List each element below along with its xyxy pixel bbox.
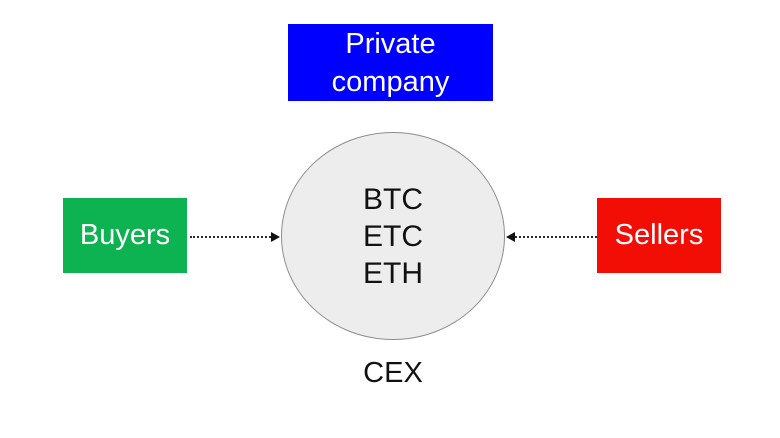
node-private-company: Private company xyxy=(288,24,493,101)
dotted-line xyxy=(515,236,597,238)
edge-buyers-to-cex xyxy=(190,232,280,242)
asset-line-eth: ETH xyxy=(363,256,423,290)
node-buyers: Buyers xyxy=(63,198,187,273)
node-cex-ellipse: BTC ETC ETH xyxy=(281,132,505,340)
cex-caption: CEX xyxy=(363,357,423,389)
asset-line-etc: ETC xyxy=(363,219,423,253)
asset-line-btc: BTC xyxy=(363,182,423,216)
buyers-label: Buyers xyxy=(79,219,171,251)
cex-assets-list: BTC ETC ETH xyxy=(363,181,423,292)
node-sellers: Sellers xyxy=(597,198,721,273)
edge-sellers-to-cex xyxy=(506,232,597,242)
private-company-label: Private company xyxy=(331,27,450,98)
arrowhead-right-icon xyxy=(271,232,280,242)
arrowhead-left-icon xyxy=(506,232,515,242)
sellers-label: Sellers xyxy=(614,219,704,251)
dotted-line xyxy=(190,236,271,238)
